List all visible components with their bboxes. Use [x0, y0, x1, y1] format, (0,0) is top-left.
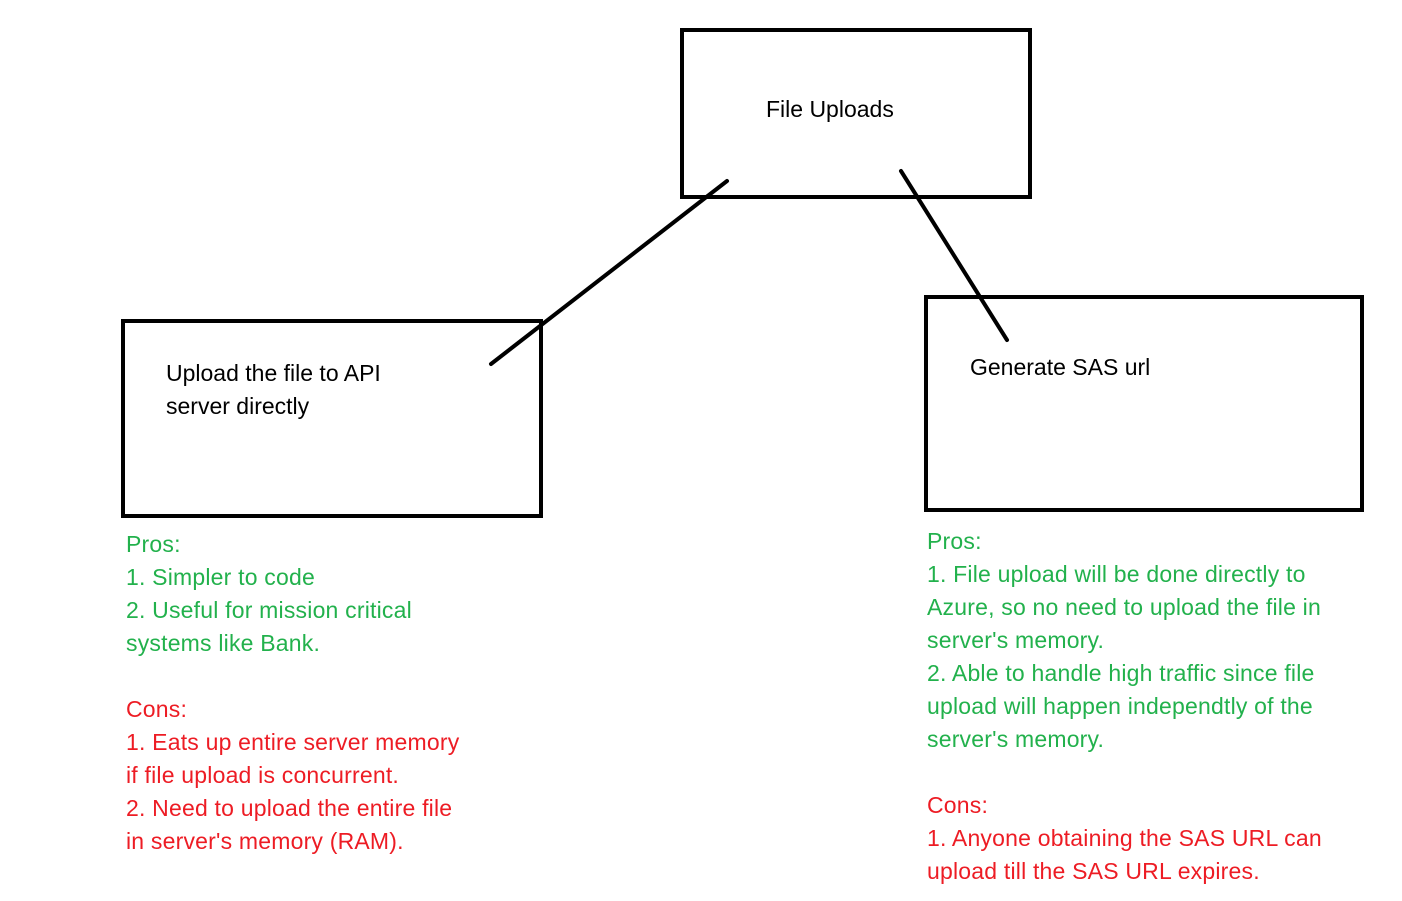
spacer — [927, 756, 1322, 789]
left-label-line-1: Upload the file to API — [166, 360, 381, 386]
left-box — [121, 319, 543, 518]
right-pros-heading: Pros: — [927, 528, 982, 554]
right-cons-item: upload till the SAS URL expires. — [927, 858, 1260, 884]
left-pros-item: 2. Useful for mission critical — [126, 597, 412, 623]
right-pros-item: server's memory. — [927, 627, 1105, 653]
right-cons-item: 1. Anyone obtaining the SAS URL can — [927, 825, 1322, 851]
right-pros-item: upload will happen independtly of the — [927, 693, 1313, 719]
right-pros-item: Azure, so no need to upload the file in — [927, 594, 1321, 620]
left-label: Upload the file to API server directly — [166, 357, 381, 423]
right-cons-heading: Cons: — [927, 792, 989, 818]
left-pros-item: systems like Bank. — [126, 630, 321, 656]
left-cons-item: 1. Eats up entire server memory — [126, 729, 460, 755]
left-notes: Pros: 1. Simpler to code 2. Useful for m… — [126, 528, 459, 858]
connector-root-to-right — [899, 169, 1009, 342]
root-label: File Uploads — [766, 96, 894, 122]
left-cons-item: in server's memory (RAM). — [126, 828, 404, 854]
left-pros-item: 1. Simpler to code — [126, 564, 315, 590]
right-box — [924, 295, 1364, 512]
spacer — [126, 660, 459, 693]
connector-root-to-left — [489, 179, 729, 366]
root-box — [680, 28, 1032, 199]
right-notes: Pros: 1. File upload will be done direct… — [927, 525, 1322, 888]
left-label-line-2: server directly — [166, 393, 310, 419]
left-cons-item: 2. Need to upload the entire file — [126, 795, 453, 821]
left-cons-heading: Cons: — [126, 696, 188, 722]
right-pros-item: 1. File upload will be done directly to — [927, 561, 1306, 587]
left-cons-item: if file upload is concurrent. — [126, 762, 399, 788]
right-pros-item: server's memory. — [927, 726, 1105, 752]
right-label: Generate SAS url — [970, 354, 1151, 380]
left-pros-heading: Pros: — [126, 531, 181, 557]
right-pros-item: 2. Able to handle high traffic since fil… — [927, 660, 1315, 686]
